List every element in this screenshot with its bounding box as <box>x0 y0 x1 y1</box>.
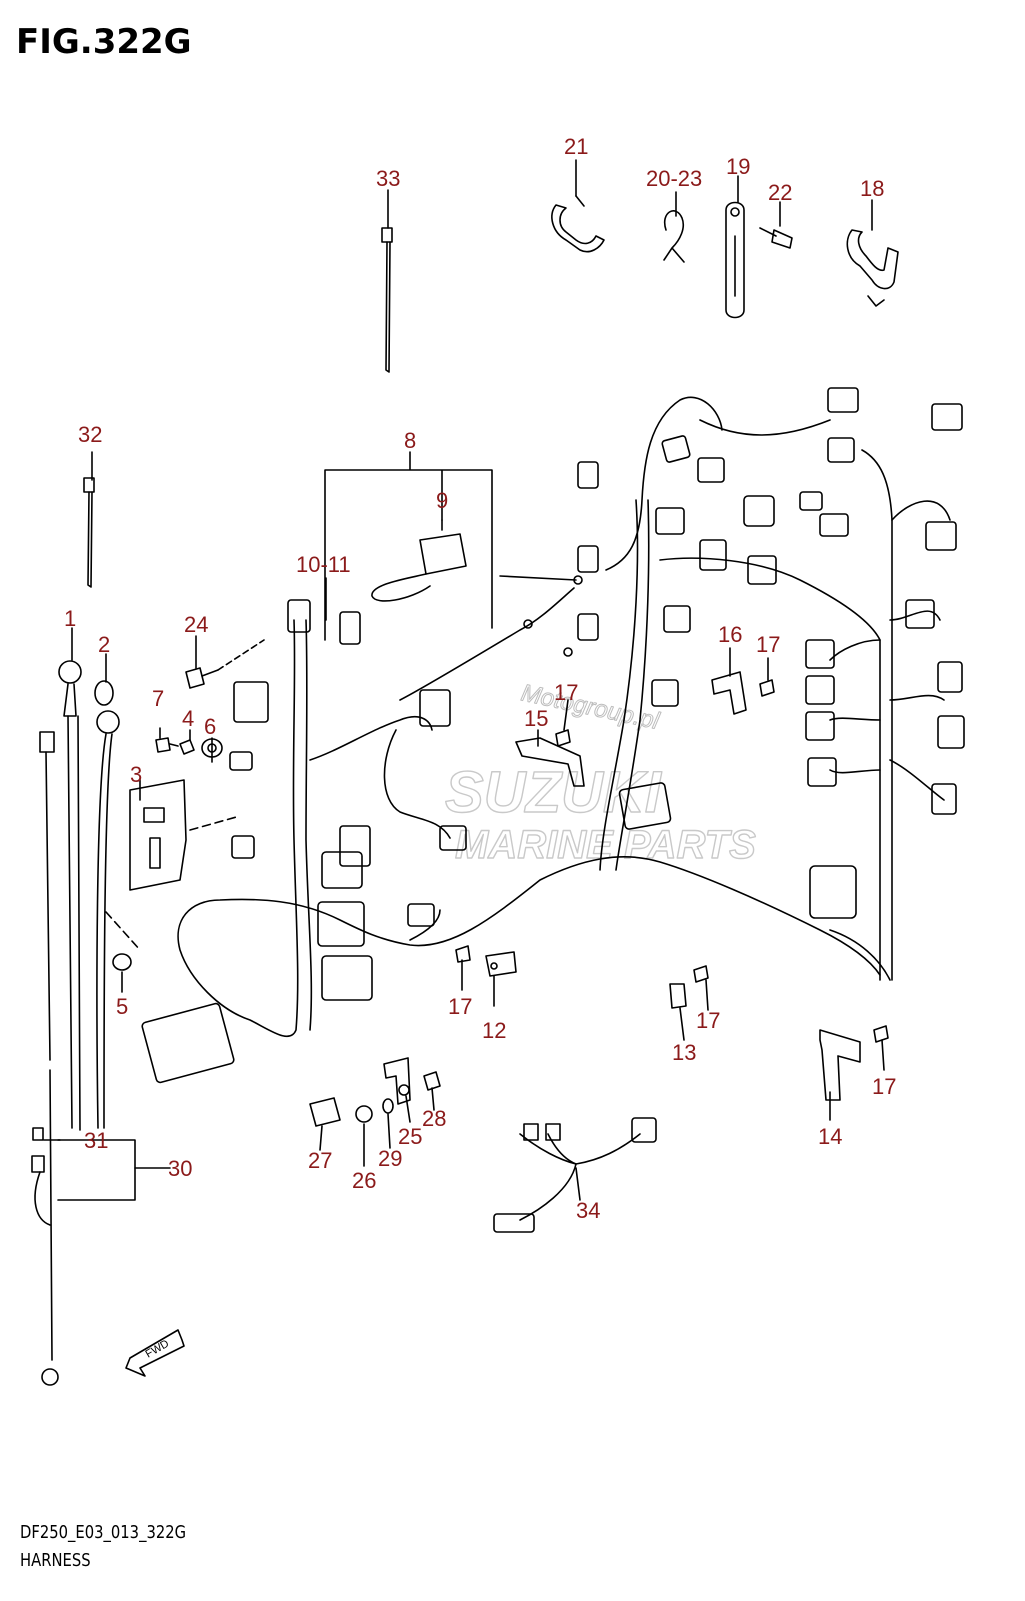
callout-26: 26 <box>352 1168 376 1193</box>
callout-21: 21 <box>564 134 588 159</box>
fwd-arrow-icon <box>125 1329 185 1377</box>
nut-4 <box>179 739 195 755</box>
collar-29 <box>382 1098 394 1114</box>
callout-19: 19 <box>726 154 750 179</box>
bracket-14 <box>819 1029 861 1101</box>
callout-29: 29 <box>378 1146 402 1171</box>
cable-tie-33 <box>381 227 393 373</box>
callout-25: 25 <box>398 1124 422 1149</box>
callout-10-11: 10-11 <box>296 552 351 577</box>
grommet-5 <box>112 953 132 971</box>
leader-bracket-8 <box>324 451 493 641</box>
main-harness <box>177 396 951 1037</box>
callout-22: 22 <box>768 180 792 205</box>
relay-9 <box>371 533 467 602</box>
bracket-15 <box>515 737 585 787</box>
callout-14: 14 <box>818 1124 842 1149</box>
callout-6: 6 <box>204 714 216 739</box>
callout-27: 27 <box>308 1148 332 1173</box>
callout-24: 24 <box>184 612 208 637</box>
callout-18: 18 <box>860 176 884 201</box>
bolt-22 <box>759 227 793 249</box>
collar-26 <box>355 1105 373 1123</box>
callout-9: 9 <box>436 488 448 513</box>
callout-32: 32 <box>78 422 102 447</box>
clamp-21 <box>551 195 605 253</box>
bolt-17-e <box>873 1025 889 1043</box>
callout-15: 15 <box>524 706 548 731</box>
callouts: 1 2 3 4 5 6 7 8 9 10-11 12 13 14 15 16 1… <box>64 134 896 1223</box>
watermark-line-1: SUZUKI <box>445 760 663 825</box>
callout-28: 28 <box>422 1106 446 1131</box>
callout-20-23: 20-23 <box>646 166 702 191</box>
fwd-label: FWD <box>144 1338 172 1361</box>
callout-12: 12 <box>482 1018 506 1043</box>
bolt-17-a <box>759 679 775 697</box>
callout-1: 1 <box>64 606 76 631</box>
bracket-25 <box>383 1057 411 1105</box>
figure-title: FIG.322G <box>16 22 192 62</box>
callout-4: 4 <box>182 706 194 731</box>
sub-harness-34 <box>493 1117 657 1233</box>
bolt-7 <box>155 737 179 753</box>
callout-17-a: 17 <box>756 632 780 657</box>
callout-34: 34 <box>576 1198 600 1223</box>
fuse-lead-30 <box>31 731 171 1386</box>
bolt-17-d <box>693 965 709 983</box>
cap-27 <box>309 1097 341 1127</box>
callout-5: 5 <box>116 994 128 1019</box>
bracket-12 <box>485 951 517 977</box>
cable-tie-32 <box>83 477 95 588</box>
bracket-16 <box>711 671 747 715</box>
bolt-17-b <box>555 729 571 747</box>
callout-17-d: 17 <box>696 1008 720 1033</box>
callout-3: 3 <box>130 762 142 787</box>
callout-17-b: 17 <box>554 680 578 705</box>
callout-30: 30 <box>168 1156 192 1181</box>
callout-7: 7 <box>152 686 164 711</box>
callout-2: 2 <box>98 632 110 657</box>
figure-name: HARNESS <box>20 1550 91 1571</box>
battery-lead-2 <box>94 680 120 1129</box>
callout-16: 16 <box>718 622 742 647</box>
callout-13: 13 <box>672 1040 696 1065</box>
bracket-13 <box>669 983 687 1009</box>
watermark-line-2: MARINE PARTS <box>455 823 756 867</box>
callout-33: 33 <box>376 166 400 191</box>
bolt-24 <box>185 639 265 689</box>
clamp-18 <box>846 229 899 307</box>
leader-lines <box>71 159 885 1201</box>
callout-17-e: 17 <box>872 1074 896 1099</box>
wire-clip-20-23 <box>663 210 685 263</box>
bolt-17-c <box>455 945 471 963</box>
watermark: SUZUKI MARINE PARTS Motogroup.pl <box>444 679 756 868</box>
bolt-28 <box>423 1071 441 1091</box>
battery-lead-1 <box>58 660 82 1131</box>
bracket-3 <box>105 779 241 951</box>
strap-19 <box>725 201 745 319</box>
callout-8: 8 <box>404 428 416 453</box>
connectors <box>141 387 965 1084</box>
figure-code: DF250_E03_013_322G <box>20 1522 187 1543</box>
callout-17-c: 17 <box>448 994 472 1019</box>
callout-31: 31 <box>84 1128 108 1153</box>
